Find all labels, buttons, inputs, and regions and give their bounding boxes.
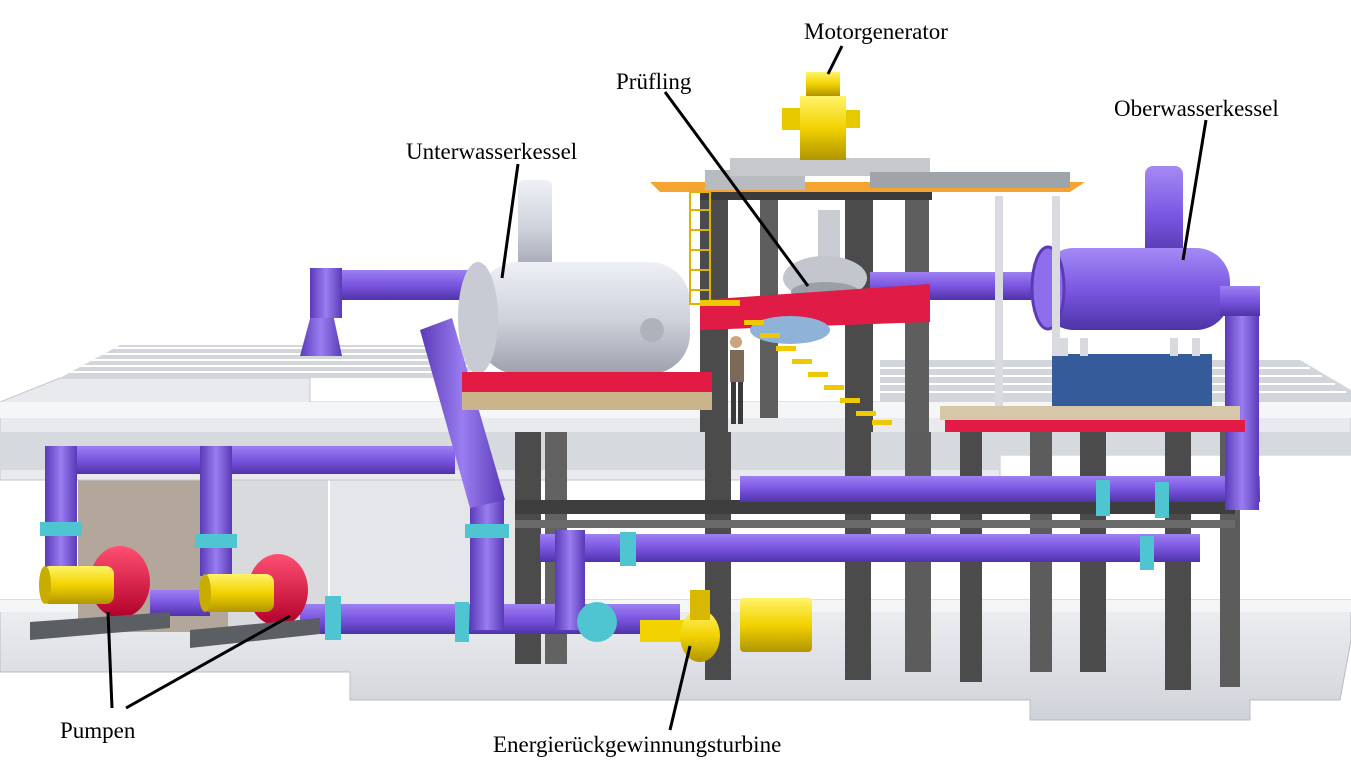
label-oberwasserkessel: Oberwasserkessel xyxy=(1114,96,1279,121)
leader-motorgenerator xyxy=(826,45,844,75)
leader-pumpen-left xyxy=(106,611,114,709)
leader-unterwasserkessel xyxy=(500,163,520,279)
label-pruefling: Prüfling xyxy=(616,69,692,94)
lower-pipe-network xyxy=(40,290,1260,642)
leader-pumpen-right xyxy=(125,614,291,710)
test-object-assembly xyxy=(650,158,1085,344)
lower-water-tank xyxy=(458,180,712,410)
pump-right xyxy=(199,554,308,626)
label-turbine: Energierückgewinnungsturbine xyxy=(493,732,781,757)
grating-left xyxy=(60,345,470,378)
pump-bases xyxy=(30,612,320,648)
leader-oberwasserkessel xyxy=(1181,119,1208,261)
stairs xyxy=(689,191,892,425)
motor-generator xyxy=(782,72,860,160)
leader-lines xyxy=(106,45,1208,731)
human-figure xyxy=(730,336,744,424)
upper-water-tank xyxy=(940,166,1260,432)
label-pumpen: Pumpen xyxy=(60,718,136,743)
label-motorgenerator: Motorgenerator xyxy=(804,19,948,44)
label-unterwasserkessel: Unterwasserkessel xyxy=(406,139,577,164)
leader-pruefling xyxy=(663,91,810,287)
leader-turbine xyxy=(668,645,692,731)
